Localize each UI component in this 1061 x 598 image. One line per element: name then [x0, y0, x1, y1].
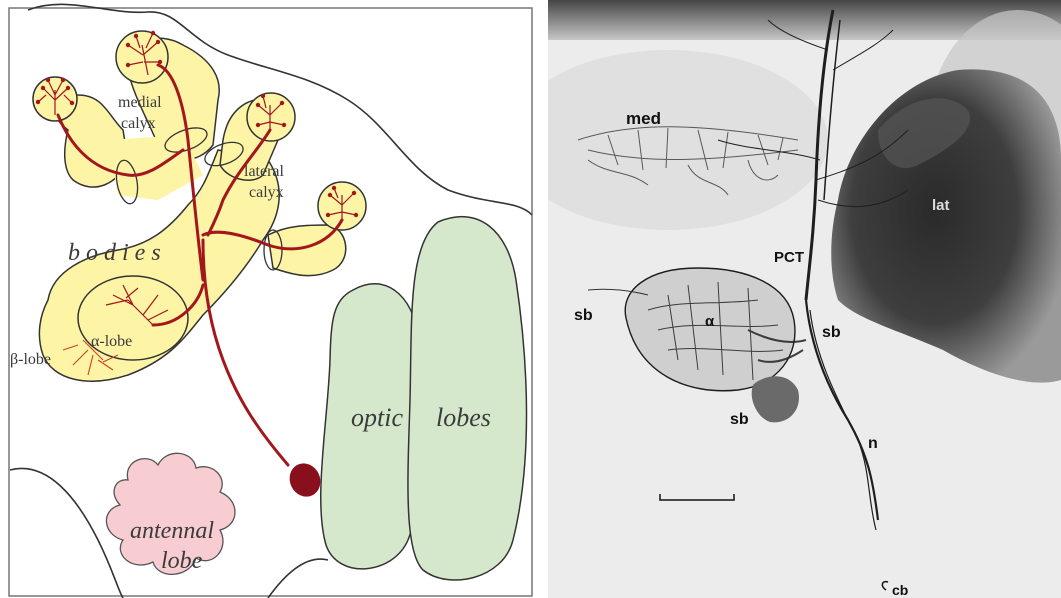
schematic-diagram: medial calyx lateral calyx b o d i e s α…	[8, 0, 533, 598]
label-sb-right: sb	[822, 324, 841, 341]
calyx-cup-3	[247, 93, 295, 141]
label-alpha-lobe: α-lobe	[91, 333, 132, 350]
label-lobes: lobes	[436, 403, 491, 432]
calyx-cup-2	[116, 31, 168, 83]
label-pct: PCT	[774, 249, 804, 266]
optic-lobes	[321, 217, 527, 580]
label-optic: optic	[351, 403, 403, 432]
label-alpha: α	[705, 313, 715, 330]
label-medial-calyx: calyx	[121, 115, 156, 132]
label-antennal-lobe: lobe	[161, 548, 203, 574]
label-lateral-calyx: calyx	[249, 184, 284, 201]
cell-body	[284, 458, 326, 501]
label-lat: lat	[932, 197, 950, 214]
label-antennal: antennal	[130, 518, 214, 544]
micrograph-svg: med lat PCT sb sb sb α n cb	[548, 0, 1061, 598]
brain-outline-bottom	[268, 559, 328, 598]
optic-lobe-outer	[408, 217, 527, 580]
schematic-svg: medial calyx lateral calyx b o d i e s α…	[8, 0, 533, 598]
label-beta-lobe: β-lobe	[10, 351, 51, 368]
label-med: med	[626, 109, 661, 128]
label-n: n	[868, 435, 878, 452]
micrograph: med lat PCT sb sb sb α n cb	[548, 0, 1061, 598]
label-bodies: b o d i e s	[68, 240, 161, 266]
label-sb-bottom: sb	[730, 411, 749, 428]
label-cb: cb	[892, 582, 908, 598]
label-lateral: lateral	[244, 163, 285, 180]
label-sb-left: sb	[574, 307, 593, 324]
label-medial: medial	[118, 94, 162, 111]
brain-outline-bottom-left	[10, 468, 123, 598]
